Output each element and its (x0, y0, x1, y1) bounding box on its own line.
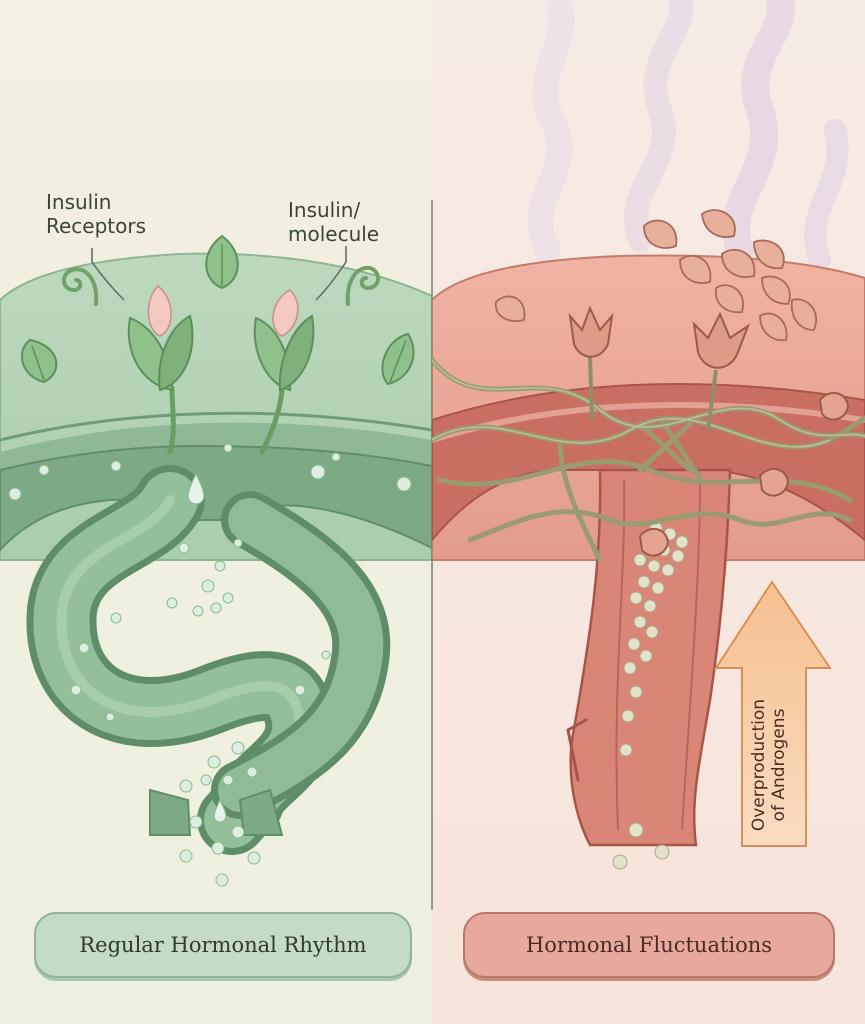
insulin-molecule-label-line1: Insulin/ (288, 198, 361, 222)
androgens-arrow-label-line2: of Androgens (769, 708, 789, 822)
wilted-flower-icon (692, 311, 751, 431)
smoke-wisps (527, 0, 849, 271)
insulin-molecule-label: Insulin/ molecule (288, 198, 379, 246)
callout-line (91, 248, 125, 301)
insulin-receptors-label-line2: Receptors (46, 214, 147, 238)
fern-curl-icon (62, 265, 380, 306)
leaf-icon (21, 338, 58, 384)
regular-rhythm-pill: Regular Hormonal Rhythm (34, 912, 412, 978)
hormonal-fluctuations-pill-label: Hormonal Fluctuations (525, 933, 773, 957)
leaf-icon (205, 234, 239, 290)
falling-petals (495, 209, 817, 342)
androgens-arrow-label-line1: Overproduction (749, 698, 769, 832)
tulip-bud-icon (127, 285, 194, 455)
droplet-icon (8, 443, 412, 887)
tulip-bud-icon (253, 289, 315, 455)
up-arrow-icon (714, 580, 832, 847)
wilted-flower-icon (638, 391, 850, 557)
insulin-molecule-label-line2: molecule (288, 222, 380, 246)
callout-line (315, 246, 347, 301)
hormonal-fluctuations-pill: Hormonal Fluctuations (463, 912, 835, 978)
droplet-icon (187, 472, 205, 505)
regular-rhythm-pill-label: Regular Hormonal Rhythm (79, 933, 367, 957)
leaf-icon (381, 332, 415, 386)
insulin-receptors-label: Insulin Receptors (46, 190, 146, 238)
androgens-arrow-label: Overproduction of Androgens (749, 699, 789, 831)
wilted-flower-icon (568, 305, 614, 421)
healthy-inner-layer (0, 422, 432, 490)
droplet-icon (213, 798, 227, 823)
insulin-receptors-label-line1: Insulin (46, 190, 112, 214)
